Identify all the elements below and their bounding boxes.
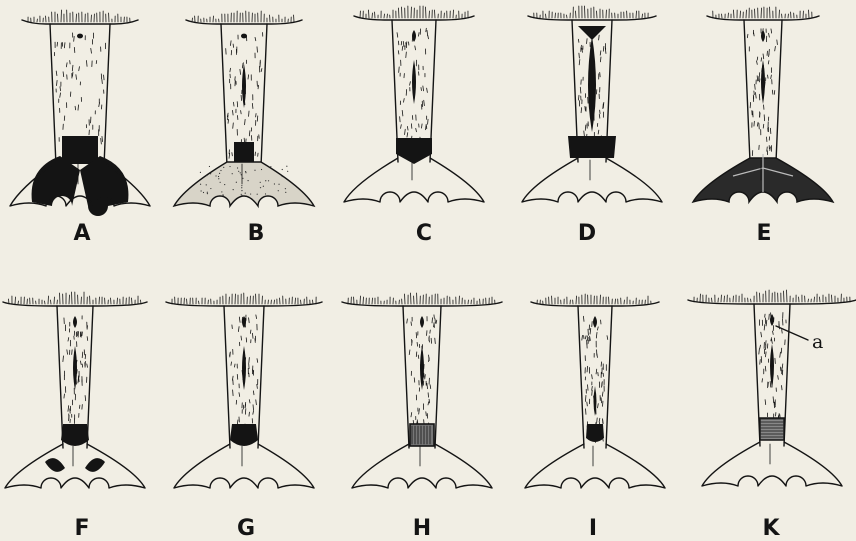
central-streak [761,60,765,104]
panel-a: A [10,10,150,246]
panel-g: G [166,293,322,541]
lower-mark [62,136,98,164]
flared-base [702,442,842,486]
lower-mark [230,424,258,446]
flared-base [344,158,484,202]
eye-spot [77,34,83,39]
panel-k: K [688,290,856,541]
flared-base [352,444,492,488]
fringe [348,293,495,304]
panel-f: F [3,292,147,541]
stipple [582,316,608,442]
flared-base [5,444,145,488]
flared-base [10,156,150,216]
lower-mark [234,142,254,162]
fringe [713,7,812,18]
flared-base [174,162,314,206]
fringe [28,10,130,22]
central-streak [242,346,246,390]
panel-label-g: G [237,516,255,541]
panel-label-i: I [589,516,597,541]
panel-b: B [174,11,314,246]
fringe [9,292,141,304]
eye-spot [241,34,247,39]
central-streak [588,36,596,132]
eye-spot [593,316,597,328]
annotation-leader [776,326,808,340]
lower-mark [396,138,432,164]
fringe [537,294,651,304]
lower-mark [568,136,616,158]
panel-d: D [522,6,662,246]
fringe [534,6,648,18]
panel-label-b: B [248,221,265,246]
central-streak [412,60,416,104]
fringe [360,6,468,18]
annotation-label: a [812,331,823,353]
fringe [694,290,850,302]
panel-label-k: K [762,516,780,541]
flared-base [525,444,665,488]
panel-c: C [344,6,484,246]
panel-h: H [342,293,502,541]
panel-label-e: E [756,221,771,246]
panel-label-a: A [73,221,90,246]
lower-mark [586,424,604,442]
flared-base [174,444,314,488]
fringe [172,293,316,304]
eye-spot [73,316,77,328]
eye-spot [761,30,765,42]
panel-label-d: D [578,221,596,246]
flared-base [693,154,833,202]
panel-label-h: H [413,516,431,541]
fringe [192,11,294,22]
flared-base [522,158,662,202]
central-streak [770,344,774,388]
panel-label-f: F [74,516,89,541]
panel-i: I [525,294,665,541]
central-streak [242,64,246,108]
panel-e: E [693,7,833,246]
panel-label-c: C [416,221,432,246]
lower-mark [61,424,89,446]
eye-spot [420,316,424,328]
